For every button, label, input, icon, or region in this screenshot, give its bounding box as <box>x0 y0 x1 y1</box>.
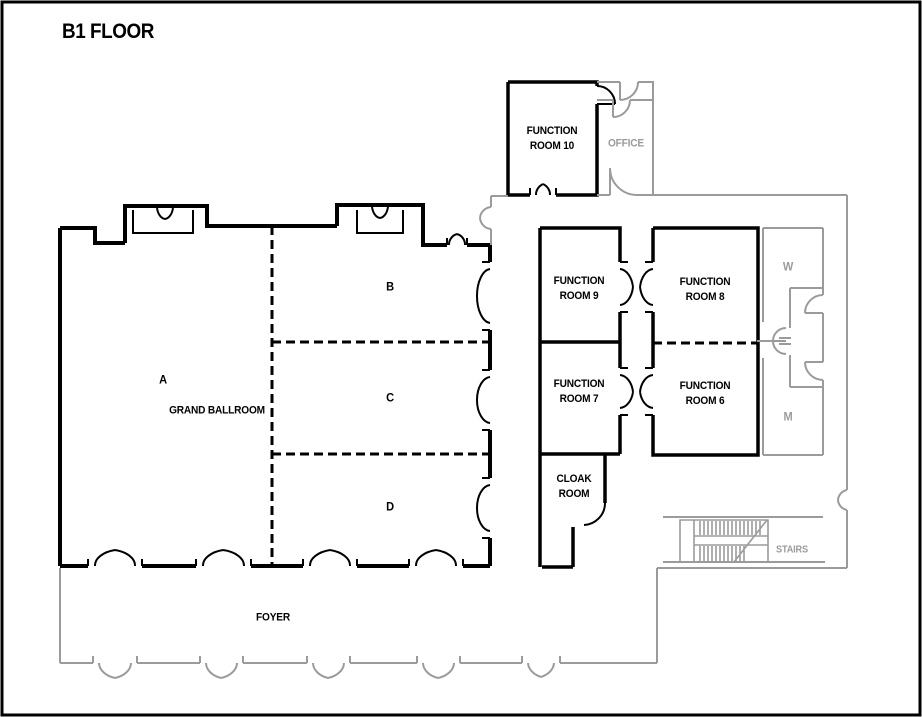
page-title: B1 FLOOR <box>62 20 154 43</box>
section-divider-dashed <box>270 226 758 566</box>
grand-ballroom-walls <box>58 203 492 568</box>
room-label-washroom-w: W <box>782 259 794 274</box>
room-label-washroom-m: M <box>783 409 793 424</box>
office-walls <box>597 81 848 568</box>
room-label-grand-ballroom: GRAND BALLROOM <box>169 404 265 417</box>
ballroom-vestibule-details <box>132 205 468 246</box>
room-label-function-room-6: FUNCTION ROOM 6 <box>679 380 731 407</box>
ballroom-section-b-label: B <box>386 279 394 294</box>
function-room-9-7-cloak-walls <box>538 226 622 569</box>
ballroom-section-a-label: A <box>159 372 167 387</box>
room-label-function-room-9: FUNCTION ROOM 9 <box>553 275 605 302</box>
foyer-door-arcs <box>92 656 561 679</box>
foyer-and-corridor-walls <box>59 516 847 664</box>
ballroom-bottom-door-arcs <box>87 549 464 567</box>
room-label-foyer: FOYER <box>256 611 290 624</box>
room-label-function-room-7: FUNCTION ROOM 7 <box>553 378 605 405</box>
corridor-junction-door <box>479 195 508 245</box>
room-label-cloak-room: CLOAK ROOM <box>556 473 592 500</box>
ballroom-right-door-arcs <box>475 261 491 539</box>
function-room-9-7-door-arcs <box>619 261 634 416</box>
room-label-office: OFFICE <box>607 137 645 150</box>
washroom-walls <box>757 227 824 456</box>
room-label-function-room-10: FUNCTION ROOM 10 <box>526 125 578 152</box>
room-label-stairs: STAIRS <box>776 544 808 556</box>
function-room-8-6-door-arcs <box>639 261 654 416</box>
cloak-room-door-arc <box>583 502 607 526</box>
room-label-function-room-8: FUNCTION ROOM 8 <box>679 276 731 303</box>
ballroom-section-d-label: D <box>386 499 394 514</box>
function-room-10-door-arcs <box>529 85 616 196</box>
function-room-8-6-walls <box>651 226 760 457</box>
ballroom-section-c-label: C <box>386 390 394 405</box>
stairs-symbol <box>679 519 769 563</box>
